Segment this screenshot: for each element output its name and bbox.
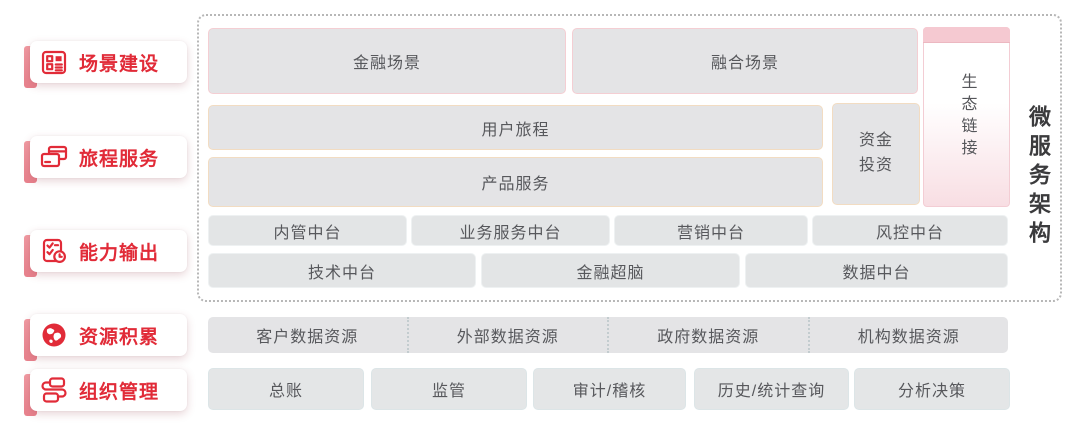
block-general-ledger: 总账 <box>208 368 364 410</box>
sidebar-item-organization-management: 组织管理 <box>24 369 187 416</box>
block-product-service: 产品服务 <box>208 157 823 207</box>
sidebar-item-label: 场景建设 <box>79 53 160 75</box>
org-flow-icon <box>40 376 68 404</box>
microservice-boundary-frame <box>197 14 1062 302</box>
sidebar-item-resource-accumulation: 资源积累 <box>24 314 187 361</box>
sidebar-item-journey-service: 旅程服务 <box>24 136 187 183</box>
block-fund-investment: 资金 投资 <box>832 103 920 205</box>
block-analysis-decision: 分析决策 <box>854 368 1010 410</box>
block-data-platform: 数据中台 <box>745 253 1008 288</box>
scene-grid-icon <box>40 48 68 76</box>
globe-icon <box>40 321 68 349</box>
fund-line-1: 资金 <box>858 132 893 150</box>
block-regulation: 监管 <box>371 368 527 410</box>
block-risk-control-platform: 风控中台 <box>812 215 1008 246</box>
data-resource-bar: 客户数据资源 外部数据资源 政府数据资源 机构数据资源 <box>208 317 1008 353</box>
block-history-stat-query: 历史/统计查询 <box>694 368 849 410</box>
sidebar-item-label: 资源积累 <box>79 326 160 348</box>
eco-link-label: 生态链接 <box>958 73 976 161</box>
eco-link-cap <box>923 27 1010 43</box>
sidebar-item-scene-building: 场景建设 <box>24 41 187 88</box>
microservice-architecture-label: 微服务架构 <box>1026 105 1051 250</box>
segment-institution-data: 机构数据资源 <box>807 317 1009 353</box>
fund-line-2: 投资 <box>858 157 893 174</box>
block-marketing-platform: 营销中台 <box>614 215 808 246</box>
segment-government-data: 政府数据资源 <box>607 317 808 353</box>
block-fusion-scene: 融合场景 <box>572 28 918 94</box>
sidebar-item-label: 组织管理 <box>79 381 160 403</box>
checklist-clock-icon <box>40 237 68 265</box>
block-internal-mgmt-platform: 内管中台 <box>208 215 407 246</box>
block-user-journey: 用户旅程 <box>208 105 823 150</box>
block-eco-link: 生态链接 <box>923 27 1010 207</box>
block-audit: 审计/稽核 <box>533 368 686 410</box>
block-technology-platform: 技术中台 <box>208 253 476 288</box>
sidebar-item-label: 能力输出 <box>79 242 160 264</box>
sidebar-item-capability-output: 能力输出 <box>24 230 187 277</box>
block-business-service-platform: 业务服务中台 <box>411 215 610 246</box>
block-financial-scene: 金融场景 <box>208 28 566 94</box>
sidebar-item-label: 旅程服务 <box>79 148 160 170</box>
journey-cards-icon <box>40 143 68 171</box>
block-financial-superbrain: 金融超脑 <box>481 253 740 288</box>
segment-customer-data: 客户数据资源 <box>256 329 359 346</box>
segment-external-data: 外部数据资源 <box>406 317 608 353</box>
